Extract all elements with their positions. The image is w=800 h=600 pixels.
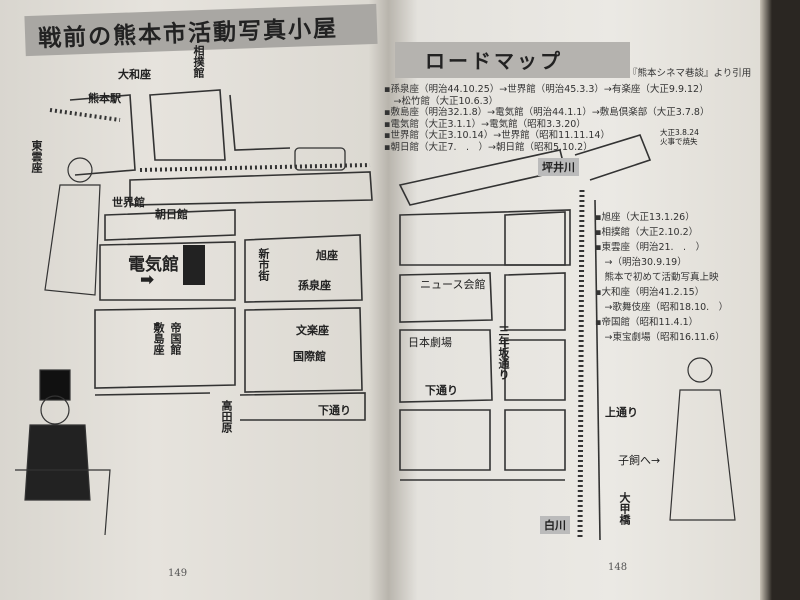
label-shinonome-za: 東雲座 (30, 140, 43, 173)
citation: 『熊本シネマ巷談』より引用 (628, 68, 752, 79)
book-cover-edge (760, 0, 800, 600)
label-kumamoto-station: 熊本駅 (88, 92, 121, 105)
label-denki-kan: 電気館 (128, 255, 179, 275)
label-shinshigai: 新市街 (257, 248, 270, 281)
side-notes: ▪旭座（大正13.1.26） ▪相撲館（大正2.10.2） ▪東雲座（明治21.… (595, 210, 728, 345)
history-line: ▪世界館（大正3.10.14）→世界館（昭和11.11.14） (384, 130, 610, 141)
side-note: ▪大和座（明治41.2.15） (595, 287, 705, 298)
history-line: ▪敷島座（明治32.1.8）→電気館（明治44.1.1）→敷島倶楽部（大正3.7… (384, 107, 710, 118)
label-shikishima-za: 敷島座 (152, 322, 165, 355)
label-shimotori-right: 下通り (425, 384, 458, 397)
right-title-box (395, 42, 630, 78)
tram-icon (294, 147, 346, 171)
side-note: 熊本で初めて活動写真上映 (595, 272, 719, 283)
left-map-blocks (49, 89, 373, 421)
arrow-icon: ➡ (140, 270, 155, 290)
label-yamato-za: 大和座 (118, 68, 151, 81)
right-page (388, 0, 760, 600)
history-line: →松竹館（大正10.6.3） (384, 95, 499, 107)
side-note: →東宝劇場（昭和16.11.6） (595, 332, 725, 343)
samurai-figure-left (44, 157, 101, 296)
label-shirakawa: 白川 (540, 516, 570, 534)
label-tsuboi-river: 坪井川 (538, 158, 579, 176)
label-bunraku-za: 文楽座 (296, 324, 329, 337)
history-line: ▪孫泉座（明治44.10.25）→世界館（明治45.3.3）→有楽座（大正9.9… (384, 84, 709, 95)
label-sannenzaka: 三年坂通り (497, 325, 510, 380)
label-asahi-za: 旭座 (316, 249, 338, 262)
side-note: →（明治30.9.19） (595, 257, 687, 268)
fire-note: 大正3.8.24 火事で焼失 (660, 128, 699, 146)
fire-note-text: 火事で焼失 (660, 137, 698, 146)
label-koga: 子飼へ→ (618, 454, 661, 467)
page-number-left: 149 (168, 568, 188, 579)
label-asahi-kan: 朝日館 (155, 208, 188, 221)
label-kokusai-kan: 国際館 (293, 350, 326, 363)
page-number-right: 148 (608, 562, 628, 573)
side-note: ▪旭座（大正13.1.26） (595, 212, 695, 223)
label-sonsen-za: 孫泉座 (298, 279, 331, 292)
label-news-kaikan: ニュース会館 (420, 278, 486, 291)
label-taiko-bridge: 大甲橋 (618, 492, 631, 525)
fire-note-date: 大正3.8.24 (660, 128, 699, 137)
history-list: ▪孫泉座（明治44.10.25）→世界館（明治45.3.3）→有楽座（大正9.9… (384, 84, 709, 153)
history-line: ▪電気館（大正3.1.1）→電気館（昭和3.3.20） (384, 118, 586, 130)
side-note: →歌舞伎座（昭和18.10. ） (595, 302, 729, 313)
right-page-title: ロードマップ (425, 49, 563, 73)
side-note: ▪東雲座（明治21. . ） (595, 242, 706, 253)
history-line: ▪朝日館（大正7. . ）→朝日館（昭和5.10.2） (384, 141, 593, 153)
label-takadabaru: 高田原 (220, 400, 233, 433)
label-teikoku-kan: 帝国館 (169, 322, 182, 355)
label-kamitori: 上通り (605, 406, 638, 419)
denki-kan-building (183, 245, 205, 285)
label-sumo-kan: 相撲館 (192, 45, 205, 78)
label-nihon-gekijo: 日本劇場 (408, 336, 452, 349)
side-note: ▪帝国館（昭和11.4.1） (595, 317, 699, 328)
label-shimotori-left: 下通り (318, 404, 351, 417)
top-hat-man-figure (15, 369, 111, 536)
samurai-figure-right (669, 357, 736, 521)
label-sekai-kan: 世界館 (112, 196, 145, 209)
side-note: ▪相撲館（大正2.10.2） (595, 227, 699, 238)
